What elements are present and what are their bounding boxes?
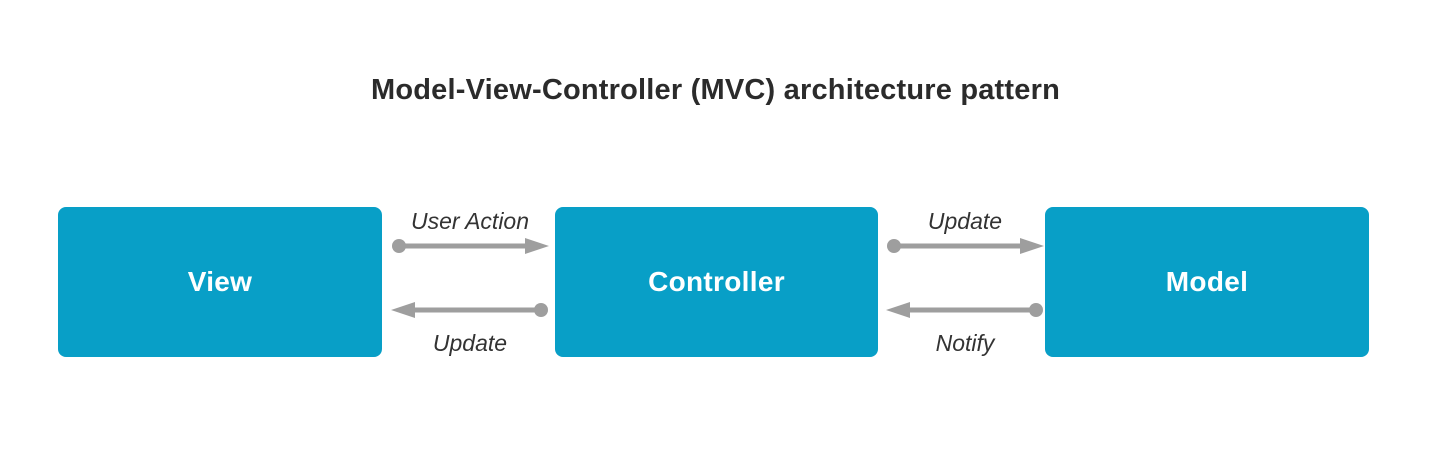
arrow-right-icon (887, 238, 1044, 254)
edge-label-update-to-model: Update (927, 208, 1003, 234)
edge-label-update-to-view: Update (432, 330, 508, 356)
edge-label-user-action: User Action (410, 208, 530, 234)
node-model-label: Model (1165, 266, 1249, 297)
diagram-title: Model-View-Controller (MVC) architecture… (370, 74, 1061, 106)
node-view: View (58, 207, 382, 357)
edge-label-notify: Notify (935, 330, 995, 356)
node-view-label: View (187, 266, 253, 297)
node-controller-label: Controller (648, 266, 785, 297)
arrow-left-icon (886, 302, 1043, 318)
node-controller: Controller (555, 207, 878, 357)
node-model: Model (1045, 207, 1369, 357)
arrow-left-icon (391, 302, 548, 318)
arrow-right-icon (392, 238, 549, 254)
